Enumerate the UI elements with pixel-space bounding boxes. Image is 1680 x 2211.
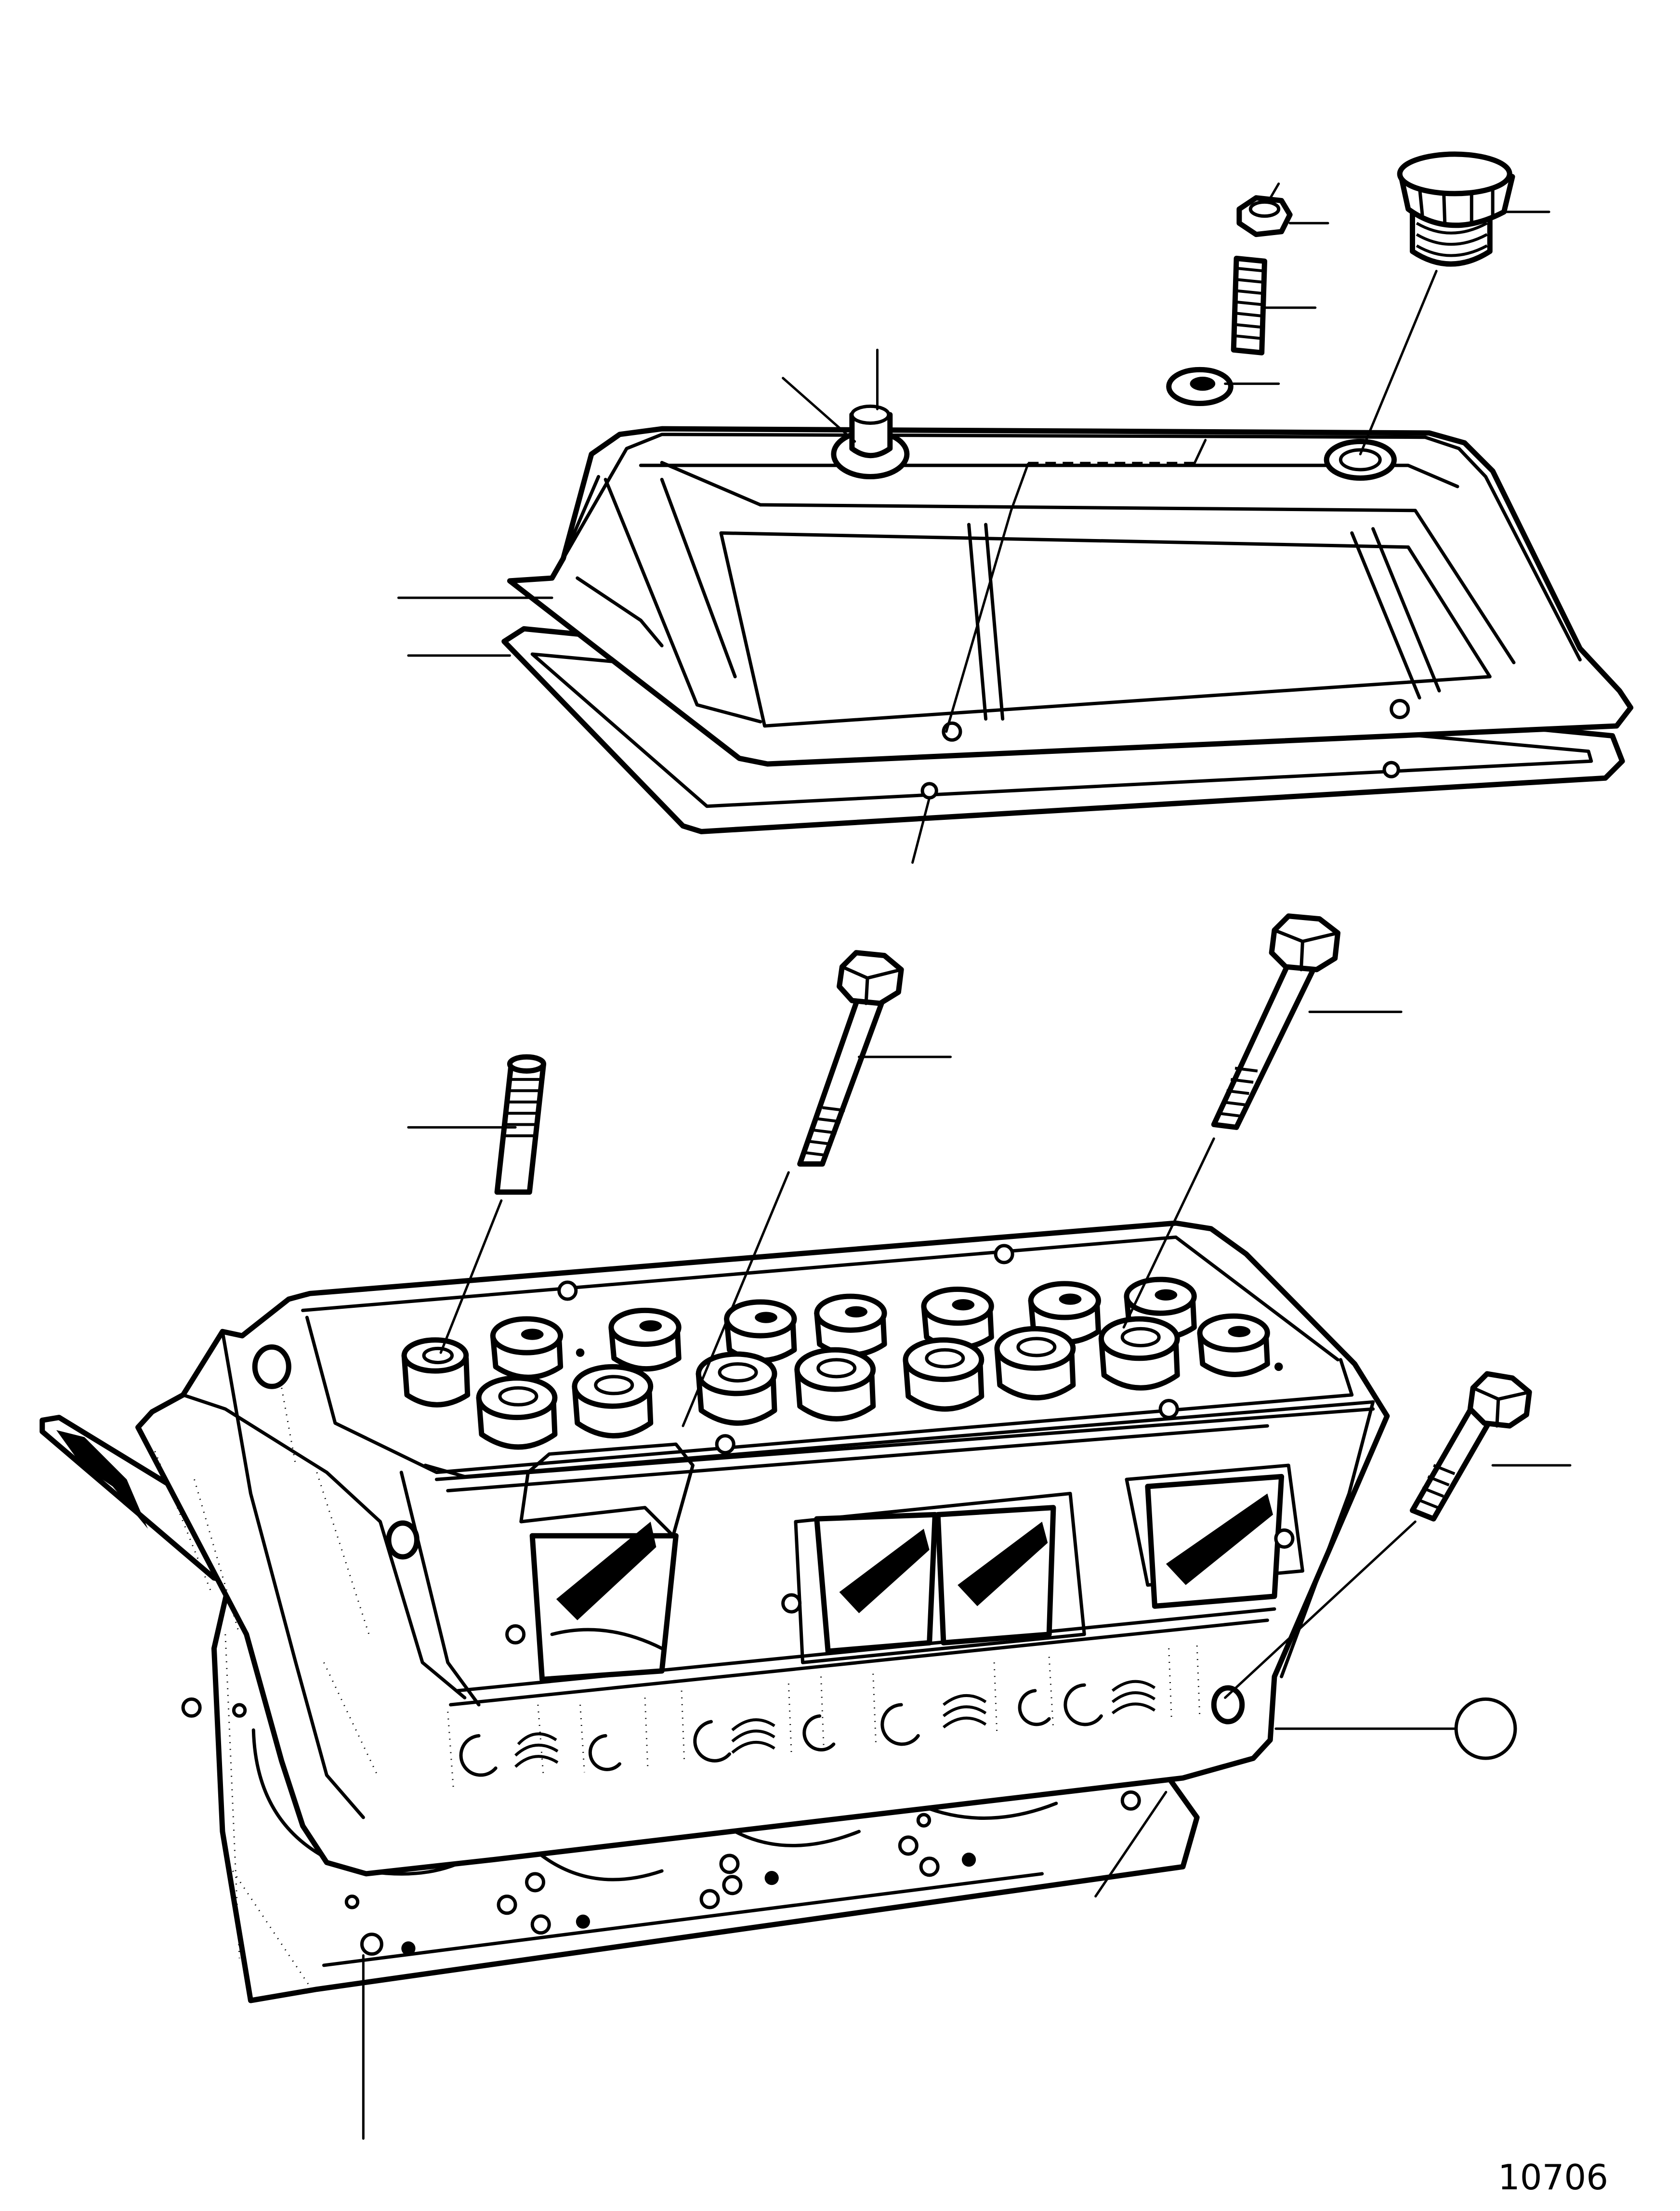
leader-lines-upper [398,184,1549,862]
drawing-number: 10706 [1498,2157,1609,2198]
cylinder-head-icon [138,1223,1387,1874]
rocker-cover-icon [510,429,1630,764]
washer-icon [1169,369,1231,403]
breather-nipple-icon [834,406,907,476]
hex-nut-icon [1239,198,1290,235]
cover-stud-icon [1234,258,1264,353]
bolt-icon [800,953,902,1164]
stud-icon [497,1057,543,1192]
bolt-icon [1214,916,1338,1128]
reference-circle [1456,1699,1515,1758]
leader-lines-lower [363,1012,1570,2139]
oil-filler-cap-icon [1400,154,1512,264]
bolt-icon [1412,1374,1529,1519]
